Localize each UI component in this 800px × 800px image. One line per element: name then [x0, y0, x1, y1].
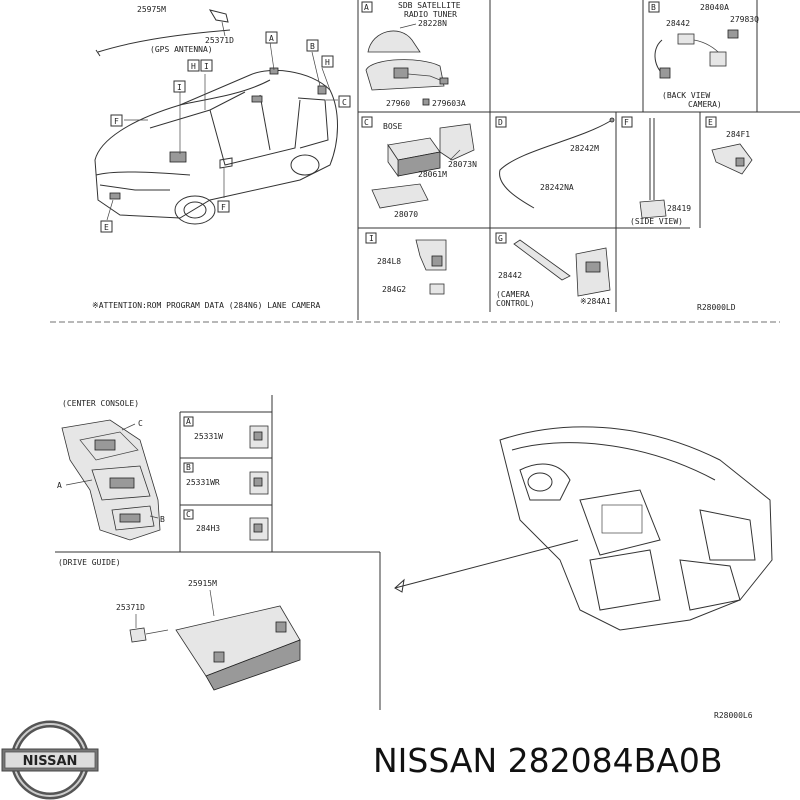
svg-text:C: C [186, 510, 191, 519]
svg-text:28242M: 28242M [570, 144, 599, 153]
switch-a: A 25331W [183, 416, 269, 449]
svg-text:BOSE: BOSE [383, 122, 402, 131]
callout-c: C [342, 98, 347, 107]
console-callout-c: C [138, 419, 143, 428]
panel-g-camera-control: G 28442 (CAMERA CONTROL) ※284A1 [495, 232, 611, 308]
callout-f-left: F [114, 117, 119, 126]
console-callout-b: B [160, 515, 165, 524]
svg-text:284H3: 284H3 [196, 524, 220, 533]
svg-text:E: E [708, 118, 713, 127]
switch-c: C 284H3 [183, 509, 269, 541]
top-reference-code: R28000LD [697, 303, 736, 312]
drive-guide-illustration [129, 589, 301, 691]
attention-note: ※ATTENTION:ROM PROGRAM DATA (284N6) LANE… [92, 301, 320, 310]
svg-text:28040A: 28040A [700, 3, 729, 12]
svg-text:B: B [651, 3, 656, 12]
panel-f-side-camera: F 28419 (SIDE VIEW) [621, 116, 691, 226]
gps-antenna-label: (GPS ANTENNA) [150, 45, 213, 54]
dashboard-illustration [394, 426, 773, 631]
callout-i-small: H [191, 62, 196, 71]
panel-c-bose-amplifier: C BOSE 28073N 28061M 28070 [361, 116, 477, 219]
svg-text:B: B [186, 463, 191, 472]
callout-f-right: F [221, 203, 226, 212]
svg-text:NISSAN: NISSAN [23, 754, 78, 769]
svg-text:A: A [186, 417, 191, 426]
svg-text:※284A1: ※284A1 [580, 297, 611, 306]
part-number-25371D: 25371D [205, 36, 234, 45]
callout-g: H [325, 58, 330, 67]
part-number-25975M: 25975M [137, 5, 166, 14]
svg-text:(SIDE VIEW): (SIDE VIEW) [630, 217, 683, 226]
svg-text:C: C [364, 118, 369, 127]
svg-text:25331W: 25331W [194, 432, 223, 441]
svg-text:28061M: 28061M [418, 170, 447, 179]
center-console-label: (CENTER CONSOLE) [62, 399, 139, 408]
svg-text:25331WR: 25331WR [186, 478, 220, 487]
top-frame-lines [50, 0, 800, 323]
svg-text:G: G [498, 234, 503, 243]
part-number-25915M: 25915M [188, 579, 217, 588]
svg-text:I: I [369, 234, 374, 243]
callout-a: A [269, 34, 274, 43]
svg-text:28073N: 28073N [448, 160, 477, 169]
svg-text:SDB SATELLITE: SDB SATELLITE [398, 1, 461, 10]
console-callout-a: A [57, 481, 62, 490]
vehicle-illustration [94, 9, 338, 225]
svg-text:(CAMERA: (CAMERA [496, 290, 530, 299]
switch-b: B 25331WR [183, 462, 269, 495]
svg-text:28442: 28442 [498, 271, 522, 280]
brand-part-number: NISSAN 282084BA0B [373, 741, 723, 780]
bottom-reference-code: R28000L6 [714, 711, 753, 720]
center-console-illustration: C A B [57, 419, 165, 541]
callout-i: I [204, 62, 209, 71]
svg-text:284G2: 284G2 [382, 285, 406, 294]
panel-i-lane-camera: I 284L8 284G2 [365, 232, 447, 295]
svg-text:284F1: 284F1 [726, 130, 750, 139]
svg-text:28242NA: 28242NA [540, 183, 574, 192]
callout-h: I [177, 83, 182, 92]
panel-e-camera: E 284F1 [705, 116, 753, 175]
nissan-logo: NISSAN [1, 720, 99, 800]
drive-guide-label: (DRIVE GUIDE) [58, 558, 121, 567]
svg-text:D: D [498, 118, 503, 127]
svg-text:CAMERA): CAMERA) [688, 100, 722, 109]
vehicle-callouts: A B C H I H I F F E [100, 31, 351, 233]
svg-text:F: F [624, 118, 629, 127]
panel-a-satellite-tuner: A SDB SATELLITE RADIO TUNER 28228N 27960… [361, 1, 466, 108]
svg-text:28070: 28070 [394, 210, 418, 219]
callout-e: E [104, 223, 109, 232]
bottom-frame-lines [55, 395, 381, 710]
panel-d-cable: D 28242M 28242NA [495, 116, 615, 209]
vehicle-labels: 25975M 25371D (GPS ANTENNA) ※ATTENTION:R… [92, 5, 320, 310]
svg-text:(BACK VIEW: (BACK VIEW [662, 91, 710, 100]
svg-text:CONTROL): CONTROL) [496, 299, 535, 308]
svg-text:28442: 28442 [666, 19, 690, 28]
svg-text:28419: 28419 [667, 204, 691, 213]
svg-text:27983Q: 27983Q [730, 15, 759, 24]
svg-text:28228N: 28228N [418, 19, 447, 28]
svg-text:A: A [364, 3, 369, 12]
svg-text:RADIO TUNER: RADIO TUNER [404, 10, 457, 19]
callout-b: B [310, 42, 315, 51]
svg-text:27960: 27960 [386, 99, 410, 108]
part-number-25371D-lower: 25371D [116, 603, 145, 612]
svg-text:284L8: 284L8 [377, 257, 401, 266]
panel-b-back-camera: B 28040A 28442 27983Q (BACK VIEW CAMERA) [648, 1, 759, 109]
svg-text:279603A: 279603A [432, 99, 466, 108]
